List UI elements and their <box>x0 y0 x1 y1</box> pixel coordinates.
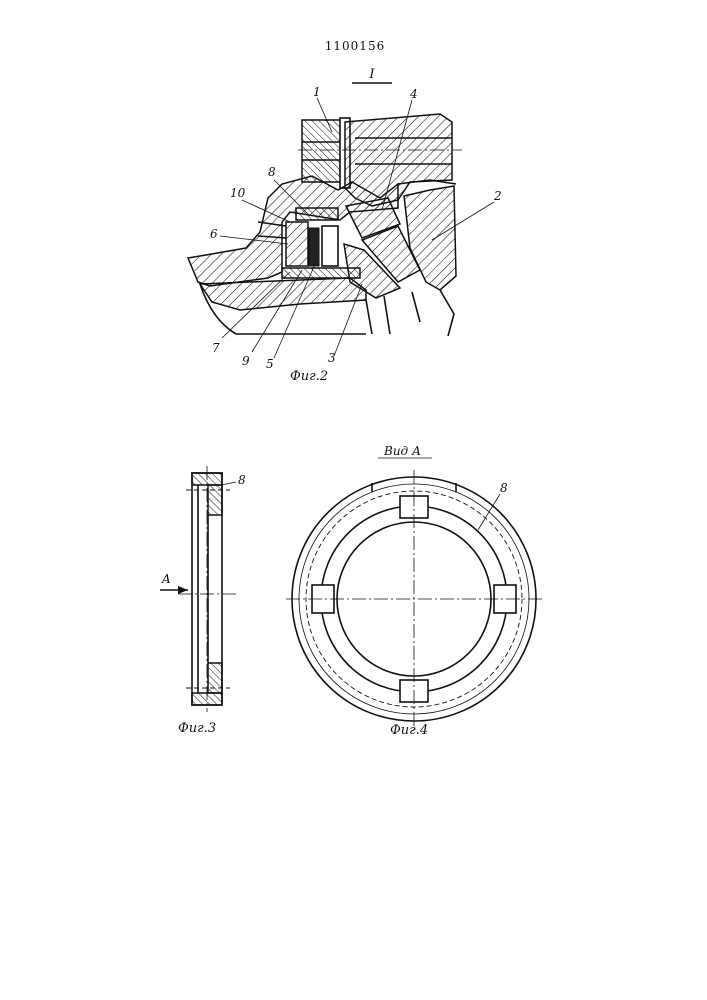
callout-10: 10 <box>230 186 246 200</box>
callout-6: 6 <box>210 227 218 241</box>
ring-8 <box>296 208 338 220</box>
fig4-ring-front-view <box>286 470 542 730</box>
patent-number: 1100156 <box>325 39 385 53</box>
spacer <box>322 226 338 266</box>
callout-7: 7 <box>212 341 220 355</box>
callout-9: 9 <box>242 354 250 368</box>
fig3-callout-8: 8 <box>238 473 246 487</box>
fig3-view-arrow-label: A <box>161 572 171 586</box>
fig3-ring-side-view <box>178 466 236 712</box>
fig3-top-section-2 <box>208 485 222 515</box>
callout-5: 5 <box>266 357 274 371</box>
fig2-section-view <box>188 114 462 336</box>
fig4-callout-leader <box>478 494 500 530</box>
callout-2: 2 <box>493 189 502 203</box>
section-mark: I <box>368 67 375 82</box>
fig4-view-label: Вид А <box>383 444 421 458</box>
callout-1: 1 <box>313 85 321 99</box>
fig2-caption: Фиг.2 <box>290 369 328 384</box>
callout-4: 4 <box>409 87 418 101</box>
callout-8: 8 <box>268 165 276 179</box>
fig4-caption: Фиг.4 <box>390 723 428 738</box>
fig4-callout-8: 8 <box>500 481 508 495</box>
fig3-view-arrow <box>160 586 188 594</box>
ring-6 <box>286 222 308 266</box>
housing-lower <box>200 278 366 310</box>
spring-5 <box>309 228 319 266</box>
callout-3: 3 <box>328 351 336 365</box>
fig3-caption: Фиг.3 <box>178 721 216 736</box>
fig3-bottom-section-2 <box>208 663 222 693</box>
